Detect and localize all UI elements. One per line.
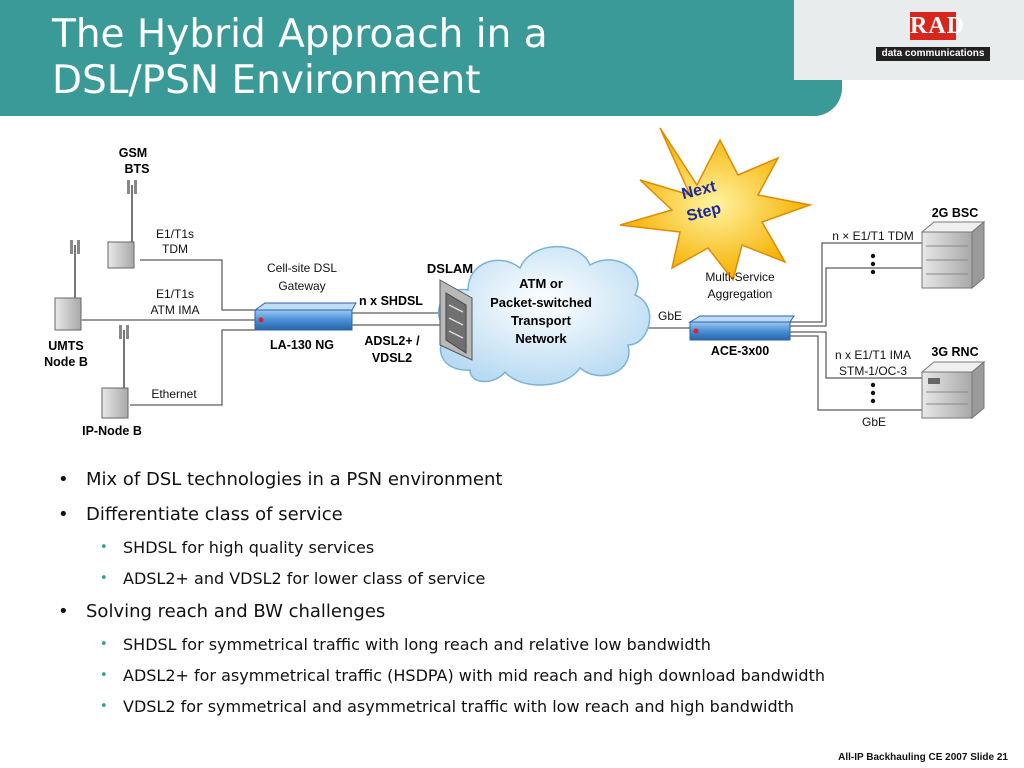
bsc-server-icon [920,220,986,290]
cloud-label-4: Network [515,331,567,346]
la-130-ng-device [253,302,357,331]
link-atm-label-1: E1/T1s [156,287,194,301]
cloud-label-3: Transport [511,313,572,328]
link-ethernet-label: Ethernet [151,387,197,401]
rnc-ellipsis [870,382,876,404]
gsm-label-1: GSM [119,146,147,160]
sub-bullet-item: ADSL2+ and VDSL2 for lower class of serv… [56,567,996,598]
rnc-label: 3G RNC [931,345,978,359]
link-tdm-label-1: E1/T1s [156,227,194,241]
csg-device-label: LA-130 NG [270,338,334,352]
bsc-label: 2G BSC [932,206,979,220]
bsc-link-label: n × E1/T1 TDM [832,229,913,243]
gsm-bts-icon [107,180,137,269]
adsl-label-2: VDSL2 [372,351,412,365]
next-step-star [619,127,813,282]
csg-label-2: Gateway [278,279,325,293]
title-line-2: DSL/PSN Environment [52,58,481,103]
bullet-item: Mix of DSL technologies in a PSN environ… [56,466,996,501]
sub-bullet-item: VDSL2 for symmetrical and asymmetrical t… [56,695,996,726]
page-title: The Hybrid Approach in a DSL/PSN Environ… [52,12,752,104]
dslam-device [439,279,473,361]
adsl-label-1: ADSL2+ / [364,334,420,348]
title-line-1: The Hybrid Approach in a [52,12,548,57]
link-tdm-label-2: TDM [162,242,188,256]
msa-label-2: Aggregation [708,287,773,301]
header-band [0,0,842,116]
umts-label-1: UMTS [48,339,83,353]
network-diagram: GSM BTS UMTS Node B IP-Node B E1/T1s TDM… [44,127,986,438]
rnc-gbe-label: GbE [862,415,886,429]
dslam-label: DSLAM [427,261,473,276]
umts-node-b-icon [54,240,82,331]
msa-device-label: ACE-3x00 [711,344,769,358]
msa-label-1: Multi-Service [705,270,775,284]
sub-bullet-item: SHDSL for high quality services [56,536,996,567]
slide-header: The Hybrid Approach in a DSL/PSN Environ… [0,0,1024,116]
bullet-item: Solving reach and BW challenges [56,598,996,633]
ace-3x00-device [688,315,795,341]
slide-footer: All-IP Backhauling CE 2007 Slide 21 [838,752,1008,763]
rad-logo: RAD [910,12,965,40]
logo-tagline: data communications [876,47,990,61]
cloud-label-2: Packet-switched [490,295,592,310]
gbe-left-label: GbE [658,309,682,323]
logo-panel [794,0,1024,80]
rnc-link-label-1: n x E1/T1 IMA [835,348,911,362]
csg-label-1: Cell-site DSL [267,261,337,275]
bullet-list: Mix of DSL technologies in a PSN environ… [56,466,996,726]
ip-node-b-icon [101,325,129,419]
link-atm-label-2: ATM IMA [150,303,199,317]
gsm-label-2: BTS [125,162,150,176]
bullet-item: Differentiate class of service [56,501,996,536]
sub-bullet-item: ADSL2+ for asymmetrical traffic (HSDPA) … [56,664,996,695]
rnc-server-icon [920,360,986,420]
cloud-label-1: ATM or [519,276,563,291]
umts-label-2: Node B [44,355,88,369]
connection-lines [82,242,922,411]
bsc-ellipsis [870,253,876,275]
sub-bullet-item: SHDSL for symmetrical traffic with long … [56,633,996,664]
shdsl-label: n x SHDSL [359,294,423,308]
ip-node-label: IP-Node B [82,424,142,438]
rnc-link-label-2: STM-1/OC-3 [839,364,907,378]
